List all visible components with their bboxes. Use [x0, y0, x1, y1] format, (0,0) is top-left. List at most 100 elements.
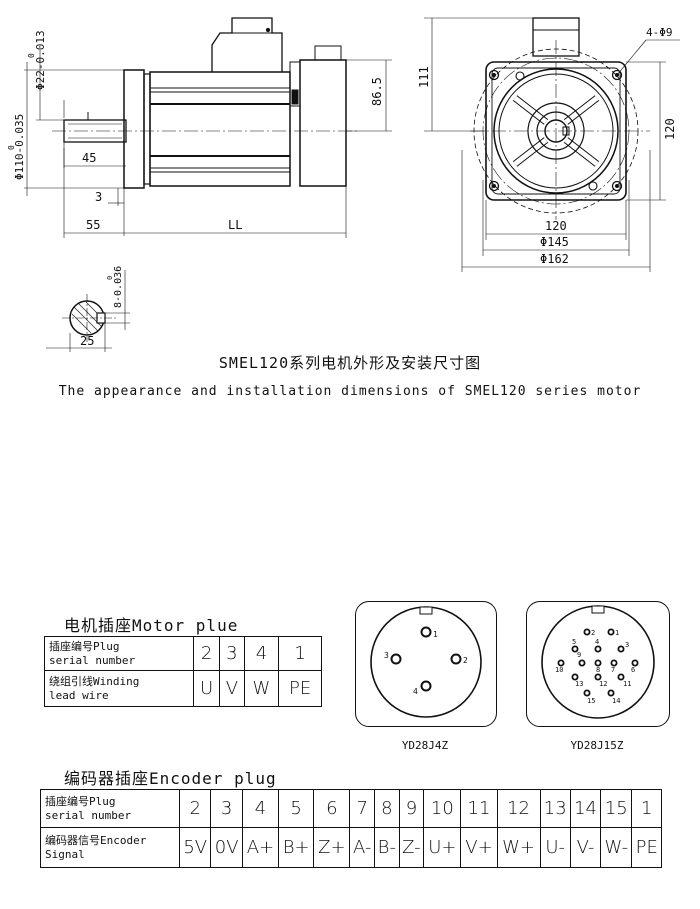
- motor-plug-table: 插座编号Plug serial number 2 3 4 1 绕组引线Windi…: [44, 636, 322, 707]
- motor-plug-pin: 3: [219, 636, 245, 671]
- encoder-plug-pin: 11: [460, 789, 498, 828]
- dim-shaft-zero: 0: [27, 53, 36, 58]
- encoder-plug-pin: 10: [423, 789, 462, 828]
- drawing-title-en: The appearance and installation dimensio…: [58, 384, 642, 399]
- dim-square-120: 120: [545, 219, 567, 233]
- encoder-plug-signal: W+: [496, 827, 541, 868]
- motor-pin-label: 3: [384, 651, 389, 660]
- encoder-plug-signal: W-: [600, 827, 633, 868]
- encoder-plug-table: 插座编号Plug serial number 2 3 4 5 6 7 8 9 1…: [40, 789, 662, 868]
- motor-pin-label: 4: [413, 687, 418, 696]
- encoder-plug-pin: 12: [496, 789, 541, 828]
- encoder-pin-label: 1: [615, 629, 619, 637]
- encoder-plug-signal: 5V: [178, 827, 212, 868]
- motor-plug-pin: 4: [243, 636, 280, 671]
- motor-plug-header-lead-line1: 绕组引线Winding: [49, 674, 140, 688]
- encoder-plug-signal: B+: [277, 827, 315, 868]
- encoder-pin-label: 14: [612, 697, 620, 705]
- encoder-connector-diagram: 2 1 5 4 3 9 8 6 10 7 13 12 11 15 14: [526, 601, 670, 727]
- encoder-plug-pin: 7: [349, 789, 376, 828]
- dim-height-86-5: 86.5: [370, 77, 384, 106]
- encoder-connector-face: 2 1 5 4 3 9 8 6 10 7 13 12 11 15 14: [541, 605, 655, 719]
- motor-pin-label: 1: [433, 630, 438, 639]
- encoder-plug-pin: 2: [178, 789, 212, 828]
- encoder-plug-pin: 5: [277, 789, 315, 828]
- dim-outer-162: Φ162: [540, 252, 569, 266]
- encoder-pin-label: 7: [611, 666, 615, 674]
- encoder-plug-header-serial: 插座编号Plug serial number: [40, 789, 180, 828]
- encoder-plug-signal: B-: [374, 827, 400, 868]
- encoder-plug-pin: 13: [539, 789, 571, 828]
- encoder-plug-pin: 14: [569, 789, 602, 828]
- motor-pin-label: 2: [463, 656, 468, 665]
- motor-plug-lead: PE: [278, 670, 322, 707]
- encoder-plug-pin: 4: [241, 789, 279, 828]
- dim-shaft-diameter: Φ22-0.013: [34, 30, 47, 90]
- encoder-plug-pin: 15: [600, 789, 633, 828]
- dim-shaft-55: 55: [86, 218, 100, 232]
- encoder-plug-header-signal-line2: Signal: [45, 847, 85, 861]
- encoder-plug-pin: 3: [210, 789, 243, 828]
- motor-connector-caption: YD28J4Z: [401, 739, 449, 752]
- encoder-plug-signal: V+: [460, 827, 498, 868]
- encoder-pin-label: 5: [572, 638, 576, 646]
- encoder-plug-header-serial-line1: 插座编号Plug: [45, 794, 116, 808]
- encoder-plug-pin: 8: [374, 789, 400, 828]
- dim-height-111: 111: [417, 66, 431, 88]
- dim-side-120: 120: [663, 118, 677, 140]
- dim-key-zero: 0: [106, 276, 114, 280]
- dim-holes: 4-Φ9: [646, 26, 673, 39]
- motor-plug-header-lead-line2: lead wire: [49, 688, 109, 702]
- motor-plug-lead: V: [219, 670, 245, 707]
- dim-shaft-45: 45: [82, 151, 96, 165]
- motor-dimension-drawing: Φ22-0.013 0 Φ110-0.035 0 45 3 55 LL 86.5…: [7, 17, 680, 352]
- motor-plug-header-serial-line1: 插座编号Plug: [49, 639, 120, 653]
- encoder-pin-label: 4: [595, 638, 599, 646]
- encoder-plug-signal: A+: [241, 827, 279, 868]
- motor-plug-header-serial: 插座编号Plug serial number: [44, 636, 194, 671]
- encoder-plug-signal: A-: [349, 827, 376, 868]
- encoder-pin-label: 10: [555, 666, 563, 674]
- drawing-title-cn: SMEL120系列电机外形及安装尺寸图: [218, 354, 482, 372]
- encoder-plug-pin: 1: [631, 789, 662, 828]
- shaft-cross-section: [46, 270, 130, 352]
- encoder-plug-signal: Z-: [398, 827, 425, 868]
- encoder-pin-label: 2: [591, 629, 595, 637]
- encoder-plug-signal: U-: [539, 827, 571, 868]
- motor-plug-lead: W: [243, 670, 280, 707]
- motor-plug-header-lead: 绕组引线Winding lead wire: [44, 670, 194, 707]
- encoder-pin-label: 11: [623, 680, 631, 688]
- encoder-plug-title: 编码器插座Encoder plug: [64, 769, 277, 788]
- motor-connector-face: 1 2 3 4: [370, 606, 482, 718]
- encoder-pin-label: 12: [599, 680, 607, 688]
- encoder-pin-label: 8: [596, 666, 600, 674]
- encoder-plug-header-signal: 编码器信号Encoder Signal: [40, 827, 180, 868]
- encoder-pin-label: 13: [575, 680, 583, 688]
- dim-length-ll: LL: [228, 218, 242, 232]
- dim-key-25: 25: [80, 334, 94, 348]
- dim-flange-zero: 0: [7, 145, 16, 150]
- dim-flange-3: 3: [95, 190, 102, 204]
- encoder-plug-header-serial-line2: serial number: [45, 808, 132, 822]
- encoder-plug-signal: Z+: [313, 827, 351, 868]
- motor-plug-header-serial-line2: serial number: [49, 653, 136, 667]
- encoder-plug-signal: 0V: [210, 827, 243, 868]
- dim-flange-diameter: Φ110-0.035: [13, 114, 26, 180]
- motor-connector-diagram: 1 2 3 4: [355, 601, 497, 727]
- encoder-connector-caption: YD28J15Z: [570, 739, 624, 752]
- motor-side-view: [24, 17, 392, 238]
- encoder-plug-signal: V-: [569, 827, 602, 868]
- encoder-pin-label: 9: [577, 651, 581, 659]
- encoder-plug-pin: 9: [398, 789, 425, 828]
- motor-plug-pin: 2: [192, 636, 221, 671]
- motor-plug-lead: U: [192, 670, 221, 707]
- encoder-plug-signal: PE: [631, 827, 662, 868]
- encoder-pin-label: 3: [625, 641, 629, 649]
- motor-front-view: [424, 17, 680, 272]
- motor-plug-pin: 1: [278, 636, 322, 671]
- dim-key-height: 8-0.036: [113, 266, 124, 308]
- encoder-pin-label: 6: [631, 666, 635, 674]
- encoder-plug-header-signal-line1: 编码器信号Encoder: [45, 833, 147, 847]
- motor-plug-title: 电机插座Motor plue: [64, 616, 239, 635]
- encoder-plug-signal: U+: [423, 827, 462, 868]
